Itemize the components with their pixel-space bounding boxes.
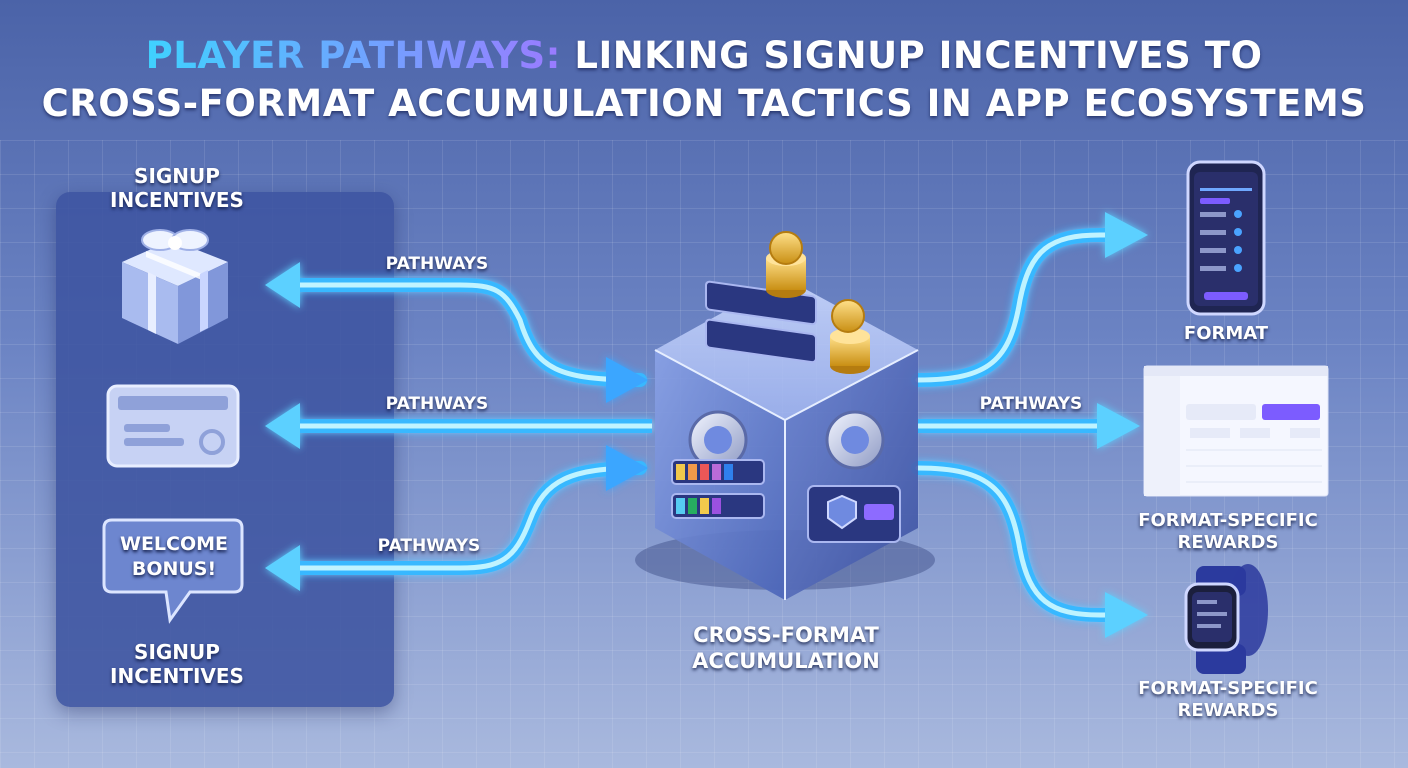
title-line1: LINKING SIGNUP INCENTIVES TO [574, 34, 1263, 77]
pathway-label-middle-left: PATHWAYS [385, 394, 489, 414]
arrow-middle-left [265, 403, 652, 449]
format-specific-rewards-label-1: FORMAT-SPECIFIC REWARDS [1138, 510, 1318, 553]
title-highlight: PLAYER PATHWAYS: [145, 34, 561, 77]
arrow-bottom-left [265, 445, 648, 591]
welcome-bonus-text: WELCOME BONUS! [119, 533, 229, 580]
page-title: PLAYER PATHWAYS: LINKING SIGNUP INCENTIV… [0, 32, 1408, 128]
arrow-top-right [911, 212, 1148, 387]
phone-icon [1186, 160, 1266, 316]
pathway-label-middle-right: PATHWAYS [979, 394, 1083, 414]
title-line2: CROSS-FORMAT ACCUMULATION TACTICS IN APP… [41, 82, 1367, 125]
gift-icon [122, 229, 228, 344]
signup-incentives-heading-bottom: SIGNUP INCENTIVES [110, 640, 244, 688]
coin-stack-icon [766, 231, 870, 374]
signup-incentives-heading-top: SIGNUP INCENTIVES [110, 164, 244, 212]
cube-icon [635, 278, 935, 600]
arrow-middle-right [918, 403, 1140, 449]
pathway-label-bottom-left: PATHWAYS [377, 536, 481, 556]
arrow-top-left [265, 262, 648, 403]
speech-bubble-icon [102, 518, 244, 624]
card-icon [106, 384, 240, 468]
pathway-label-top-left: PATHWAYS [385, 254, 489, 274]
smartwatch-icon [1184, 564, 1268, 674]
dashboard-icon [1143, 365, 1329, 497]
arrow-bottom-right [911, 461, 1148, 638]
cross-format-accumulation-label: CROSS-FORMAT ACCUMULATION [692, 623, 880, 673]
format-specific-rewards-label-2: FORMAT-SPECIFIC REWARDS [1138, 678, 1318, 721]
format-label: FORMAT [1183, 323, 1269, 344]
